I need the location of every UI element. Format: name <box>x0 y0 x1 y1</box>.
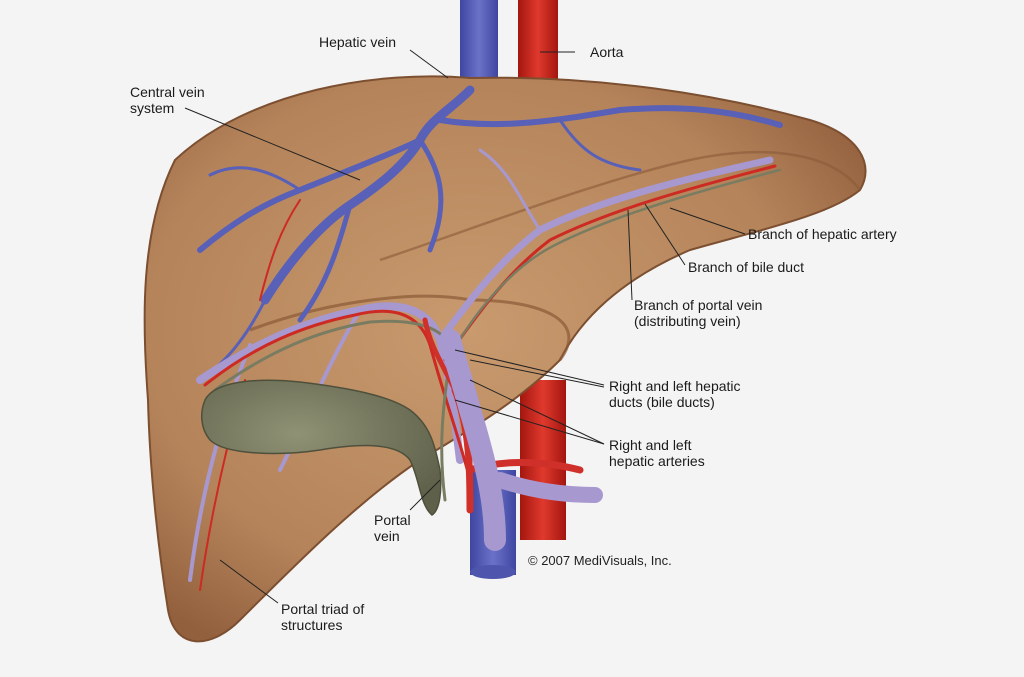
ivc-lower-end <box>470 565 516 579</box>
portal-vein-trunk <box>439 329 506 551</box>
aorta-vessel <box>518 0 558 90</box>
liver-edge-right <box>379 151 861 262</box>
central-vein-tree <box>197 85 783 382</box>
label-branch-portal-vein: Branch of portal vein (distributing vein… <box>634 297 763 329</box>
label-hepatic-ducts: Right and left hepatic ducts (bile ducts… <box>609 378 741 410</box>
label-hepatic-vein: Hepatic vein <box>319 34 397 50</box>
label-portal-vein: Portal vein <box>374 512 411 544</box>
label-aorta: Aorta <box>590 44 624 60</box>
label-central-vein-system: Central vein system <box>130 84 205 116</box>
label-branch-hepatic-artery: Branch of hepatic artery <box>748 226 897 242</box>
leader-lines <box>184 49 746 604</box>
bile-duct-tree <box>213 168 782 502</box>
label-branch-bile-duct: Branch of bile duct <box>688 259 804 275</box>
label-hepatic-arteries: Right and left hepatic arteries <box>609 437 705 469</box>
label-portal-triad: Portal triad of structures <box>281 601 365 633</box>
gallbladder <box>200 379 442 516</box>
portal-vein-tributary <box>492 472 603 503</box>
copyright-notice: © 2007 MediVisuals, Inc. <box>528 553 672 568</box>
